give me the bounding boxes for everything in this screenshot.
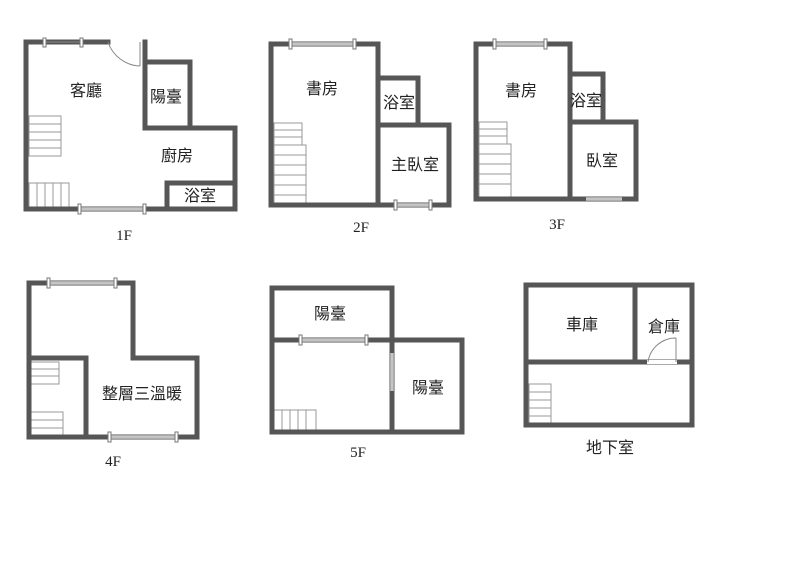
floor-plan-2f: 書房 浴室 主臥室 2F bbox=[268, 38, 452, 236]
room-balcony: 陽臺 bbox=[150, 87, 182, 106]
floor-label: 2F bbox=[353, 220, 369, 236]
room-sauna: 整層三溫暖 bbox=[102, 384, 182, 403]
floor-label: 1F bbox=[116, 228, 132, 244]
floor-label: 3F bbox=[549, 217, 565, 233]
room-balcony: 陽臺 bbox=[412, 378, 444, 397]
floor-plan-3f: 書房 浴室 臥室 3F bbox=[473, 38, 639, 233]
floor-plan-5f: 陽臺 陽臺 5F bbox=[269, 285, 465, 461]
room-bathroom: 浴室 bbox=[570, 91, 602, 110]
stairs bbox=[28, 115, 70, 208]
floor-plan-basement: 車庫 倉庫 地下室 bbox=[523, 282, 695, 457]
door-icon bbox=[107, 41, 141, 67]
floor-plan-4f: 整層三溫暖 4F bbox=[26, 277, 200, 470]
stairs bbox=[273, 409, 317, 431]
room-master-bedroom: 主臥室 bbox=[391, 155, 439, 174]
stairs bbox=[528, 383, 552, 424]
door-icon bbox=[647, 337, 677, 363]
floor-label: 4F bbox=[105, 454, 121, 470]
room-kitchen: 廚房 bbox=[161, 146, 193, 165]
stairs bbox=[30, 361, 64, 436]
room-garage: 車庫 bbox=[566, 315, 598, 334]
room-balcony: 陽臺 bbox=[314, 304, 346, 323]
stairs bbox=[478, 121, 512, 198]
floor-label: 5F bbox=[350, 445, 366, 461]
floor-label: 地下室 bbox=[586, 438, 634, 457]
room-bathroom: 浴室 bbox=[383, 93, 415, 112]
room-living: 客廳 bbox=[70, 81, 102, 100]
room-bathroom: 浴室 bbox=[184, 186, 216, 205]
room-storage: 倉庫 bbox=[648, 317, 680, 336]
room-study: 書房 bbox=[306, 79, 338, 98]
floor-plan-1f: 客廳 陽臺 廚房 浴室 1F bbox=[23, 37, 238, 244]
stairs bbox=[273, 122, 307, 204]
room-bedroom: 臥室 bbox=[586, 151, 618, 170]
room-study: 書房 bbox=[505, 81, 537, 100]
